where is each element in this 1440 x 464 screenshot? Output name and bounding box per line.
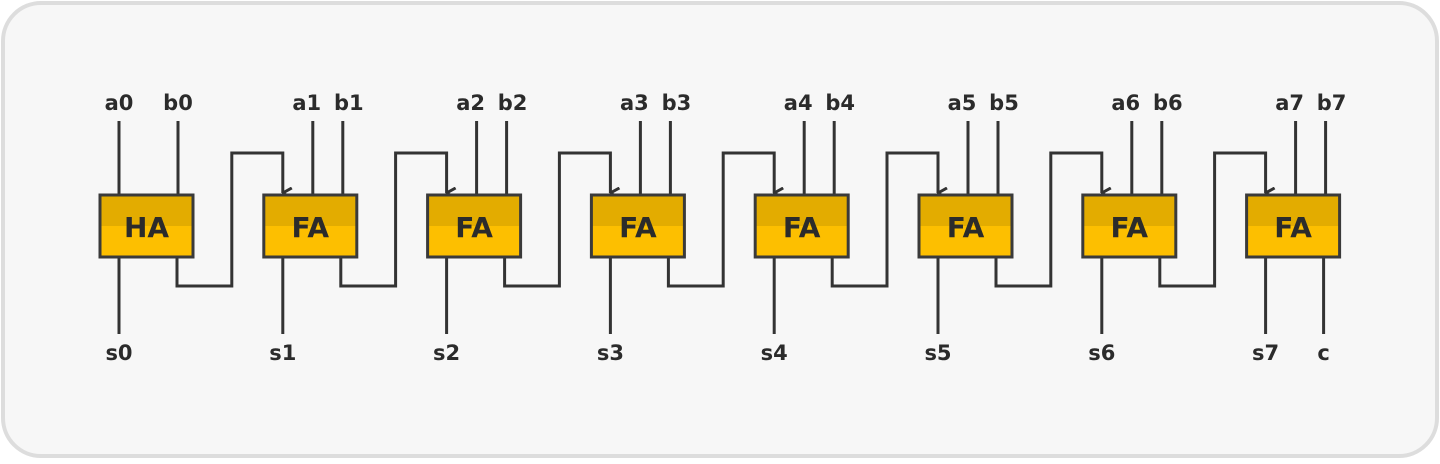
input-label-b5: b5 xyxy=(989,91,1019,115)
full-adder-block-7: FA xyxy=(1245,193,1342,259)
sum-label-s0: s0 xyxy=(105,341,132,365)
block-outline xyxy=(753,193,850,259)
full-adder-block-6: FA xyxy=(1081,193,1178,259)
block-top-band xyxy=(591,195,685,226)
input-label-b7: b7 xyxy=(1317,91,1347,115)
block-outline xyxy=(262,193,359,259)
input-label-b3: b3 xyxy=(662,91,692,115)
full-adder-block-2: FA xyxy=(426,193,523,259)
block-label: FA xyxy=(455,211,493,244)
sum-label-s3: s3 xyxy=(597,341,624,365)
sum-label-s2: s2 xyxy=(433,341,460,365)
block-top-band xyxy=(263,195,357,226)
block-top-band xyxy=(1082,195,1176,226)
block-outline xyxy=(1245,193,1342,259)
carry-wire-4-to-5 xyxy=(830,151,938,288)
input-label-a6: a6 xyxy=(1111,91,1140,115)
block-label: HA xyxy=(124,211,169,244)
block-label: FA xyxy=(783,211,821,244)
input-label-a4: a4 xyxy=(784,91,813,115)
full-adder-block-1: FA xyxy=(262,193,359,259)
block-label: FA xyxy=(619,211,657,244)
block-outline xyxy=(426,193,523,259)
carry-wire-2-to-3 xyxy=(503,151,611,288)
labels-layer: a0 b0 s0 a1 b1 s1 a2 b2 s2 a3 b3 s3 a4 b4 s4 a5 b5 s5 a6 b6… xyxy=(105,91,1347,365)
block-top-band xyxy=(919,195,1012,226)
block-outline xyxy=(98,193,195,259)
sum-label-s5: s5 xyxy=(924,341,951,365)
block-outline xyxy=(589,193,686,259)
block-outline xyxy=(917,193,1014,259)
input-label-b6: b6 xyxy=(1153,91,1183,115)
full-adder-block-3: FA xyxy=(589,193,686,259)
input-label-a2: a2 xyxy=(456,91,485,115)
carry-wire-5-to-6 xyxy=(994,151,1102,288)
block-label: FA xyxy=(292,211,330,244)
carry-wire-1-to-2 xyxy=(339,151,447,288)
block-outline xyxy=(1081,193,1178,259)
input-label-a7: a7 xyxy=(1275,91,1304,115)
full-adder-block-5: FA xyxy=(917,193,1014,259)
sum-label-s7: s7 xyxy=(1252,341,1279,365)
block-top-band xyxy=(100,195,193,226)
input-label-b4: b4 xyxy=(825,91,855,115)
block-label: FA xyxy=(947,211,985,244)
adder-blocks-layer: HA FA FA FA FA FA FA FA xyxy=(98,193,1342,259)
carry-wire-3-to-4 xyxy=(666,151,774,288)
wires-layer xyxy=(117,121,1328,334)
half-adder-block-0: HA xyxy=(98,193,195,259)
carry-wire-0-to-1 xyxy=(175,151,283,288)
block-top-band xyxy=(755,195,849,226)
full-adder-block-4: FA xyxy=(753,193,850,259)
block-top-band xyxy=(1246,195,1340,226)
input-label-a5: a5 xyxy=(948,91,977,115)
block-label: FA xyxy=(1274,211,1312,244)
carry-out-label: c xyxy=(1317,341,1329,365)
block-label: FA xyxy=(1111,211,1149,244)
sum-label-s1: s1 xyxy=(269,341,296,365)
input-label-a0: a0 xyxy=(105,91,134,115)
block-top-band xyxy=(427,195,521,226)
sum-label-s4: s4 xyxy=(761,341,788,365)
input-label-a3: a3 xyxy=(620,91,649,115)
input-label-b2: b2 xyxy=(498,91,528,115)
carry-wire-6-to-7 xyxy=(1158,151,1266,288)
input-label-b1: b1 xyxy=(334,91,364,115)
input-label-b0: b0 xyxy=(163,91,193,115)
input-label-a1: a1 xyxy=(292,91,321,115)
sum-label-s6: s6 xyxy=(1088,341,1115,365)
